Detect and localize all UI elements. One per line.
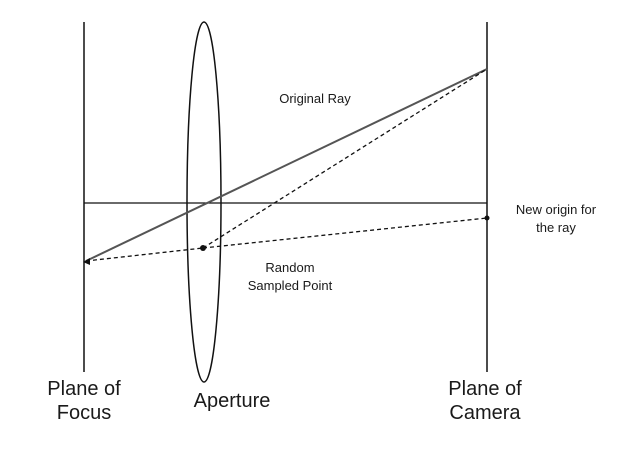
- aperture-lens: [186, 21, 222, 383]
- dashed-ray-aperture-to-new-origin: [202, 217, 488, 249]
- dashed-ray-focus-to-aperture: [85, 247, 204, 262]
- random-label-line2: Sampled Point: [247, 278, 333, 293]
- plane-of-camera-label: Plane of Camera: [420, 377, 550, 425]
- camera-label-line1: Plane of: [448, 378, 522, 400]
- aperture-label: Aperture: [193, 390, 271, 412]
- new-origin-label: New origin for the ray: [496, 201, 616, 237]
- plane-of-focus-label: Plane of Focus: [24, 377, 144, 425]
- focus-point-arrowhead: [83, 258, 90, 265]
- new-origin-point: [484, 215, 490, 221]
- camera-label-line2: Camera: [449, 402, 521, 424]
- random-sampled-point: [200, 245, 206, 251]
- new-origin-label-line2: the ray: [536, 220, 576, 235]
- focus-label-line1: Plane of: [47, 378, 121, 400]
- random-label-line1: Random: [265, 260, 315, 275]
- original-ray-line: [85, 68, 488, 262]
- focus-label-line2: Focus: [56, 402, 112, 424]
- random-sampled-point-label: Random Sampled Point: [235, 259, 345, 295]
- new-origin-label-line1: New origin for: [515, 202, 597, 217]
- original-ray-label: Original Ray: [279, 91, 351, 106]
